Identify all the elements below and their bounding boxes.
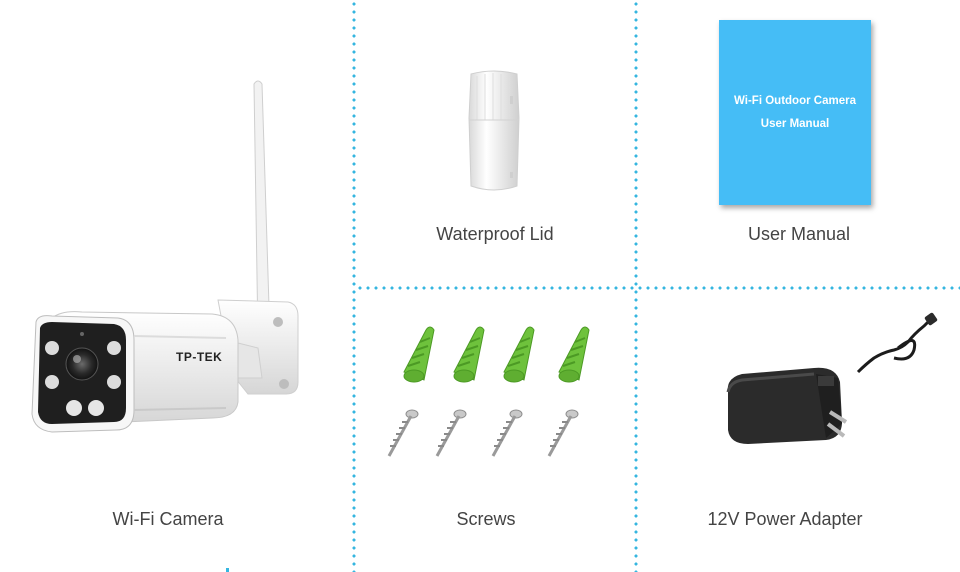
camera-brand-logo: TP-TEK: [176, 350, 223, 364]
screw-icon: [386, 408, 590, 460]
divider-tick: [226, 568, 229, 572]
manual-cover-subtitle: User Manual: [760, 118, 830, 130]
wifi-camera-label: Wi-Fi Camera: [112, 509, 224, 529]
power-adapter-label: 12V Power Adapter: [707, 509, 863, 529]
screws-label: Screws: [456, 509, 516, 529]
waterproof-lid-icon: [463, 68, 525, 194]
divider-horizontal: [356, 286, 960, 290]
user-manual-label: User Manual: [747, 224, 851, 244]
wall-anchor-icon: [400, 322, 610, 384]
camera-icon: [22, 78, 308, 438]
power-adapter-icon: [718, 312, 938, 458]
manual-cover-title: Wi-Fi Outdoor Camera: [734, 95, 856, 107]
waterproof-lid-label: Waterproof Lid: [436, 224, 554, 244]
divider-vertical-left: [352, 0, 356, 572]
manual-icon: Wi-Fi Outdoor Camera User Manual: [719, 20, 871, 205]
